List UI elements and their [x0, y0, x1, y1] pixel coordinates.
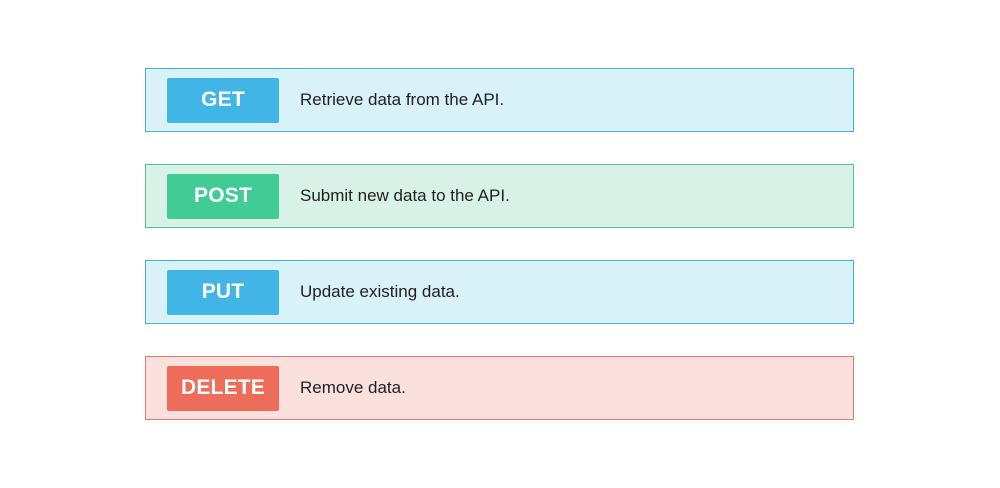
method-row-post: POST Submit new data to the API. — [145, 164, 854, 228]
method-description-put: Update existing data. — [300, 282, 460, 301]
method-description-get: Retrieve data from the API. — [300, 90, 505, 109]
method-badge-get: GET — [167, 77, 279, 123]
method-badge-post: POST — [167, 173, 279, 219]
method-row-get: GET Retrieve data from the API. — [145, 68, 854, 132]
method-row-delete: DELETE Remove data. — [145, 356, 854, 420]
method-row-put: PUT Update existing data. — [145, 260, 854, 324]
method-badge-delete: DELETE — [167, 365, 279, 411]
method-description-post: Submit new data to the API. — [300, 186, 510, 205]
method-list: GET Retrieve data from the API. POST Sub… — [145, 68, 854, 420]
method-badge-put: PUT — [167, 269, 279, 315]
method-description-delete: Remove data. — [300, 378, 406, 397]
